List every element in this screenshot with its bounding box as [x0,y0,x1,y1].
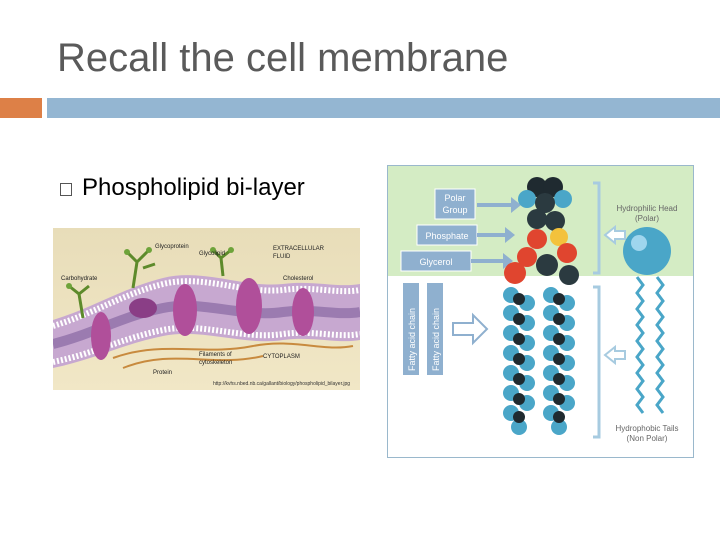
label-fatty-acid-chain-1: Fatty acid chain [407,308,417,371]
bullet-square-icon [60,183,72,196]
label-hydrophilic-head: Hydrophilic Head [617,204,678,213]
label-carbohydrate: Carbohydrate [61,276,98,282]
label-filaments: Filaments of [199,352,232,358]
label-non-polar: (Non Polar) [627,434,668,443]
label-hydrophobic-tails: Hydrophobic Tails [616,424,679,433]
phospholipid-molecule-figure: Polar Group Phosphate Glycerol Fatty aci… [387,165,694,458]
label-protein: Protein [153,370,172,376]
label-glycerol: Glycerol [419,257,452,267]
label-cholesterol: Cholesterol [283,276,313,282]
accent-bar-blue [47,98,720,118]
label-extracellular: EXTRACELLULAR [273,246,325,252]
label-glycoprotein: Glycoprotein [155,244,189,250]
slide-title: Recall the cell membrane [57,36,509,80]
accent-bar-orange [0,98,42,118]
label-fluid: FLUID [273,254,291,260]
label-cytoskeleton: cytoskeleton [199,360,232,366]
label-fatty-acid-chain-2: Fatty acid chain [431,308,441,371]
label-glycolipid: Glycolipid [199,251,225,257]
label-group: Group [442,205,467,215]
label-phosphate: Phosphate [425,231,468,241]
bullet-phospholipid-bilayer: Phospholipid bi-layer [82,174,305,201]
figure-source-url: http://kvhs.nbed.nb.ca/gallant/biology/p… [213,381,350,387]
label-cytoplasm: CYTOPLASM [263,354,300,360]
label-polar: Polar [444,193,465,203]
cell-membrane-figure: Glycoprotein Glycolipid EXTRACELLULAR FL… [53,228,360,390]
label-polar-paren: (Polar) [635,214,659,223]
